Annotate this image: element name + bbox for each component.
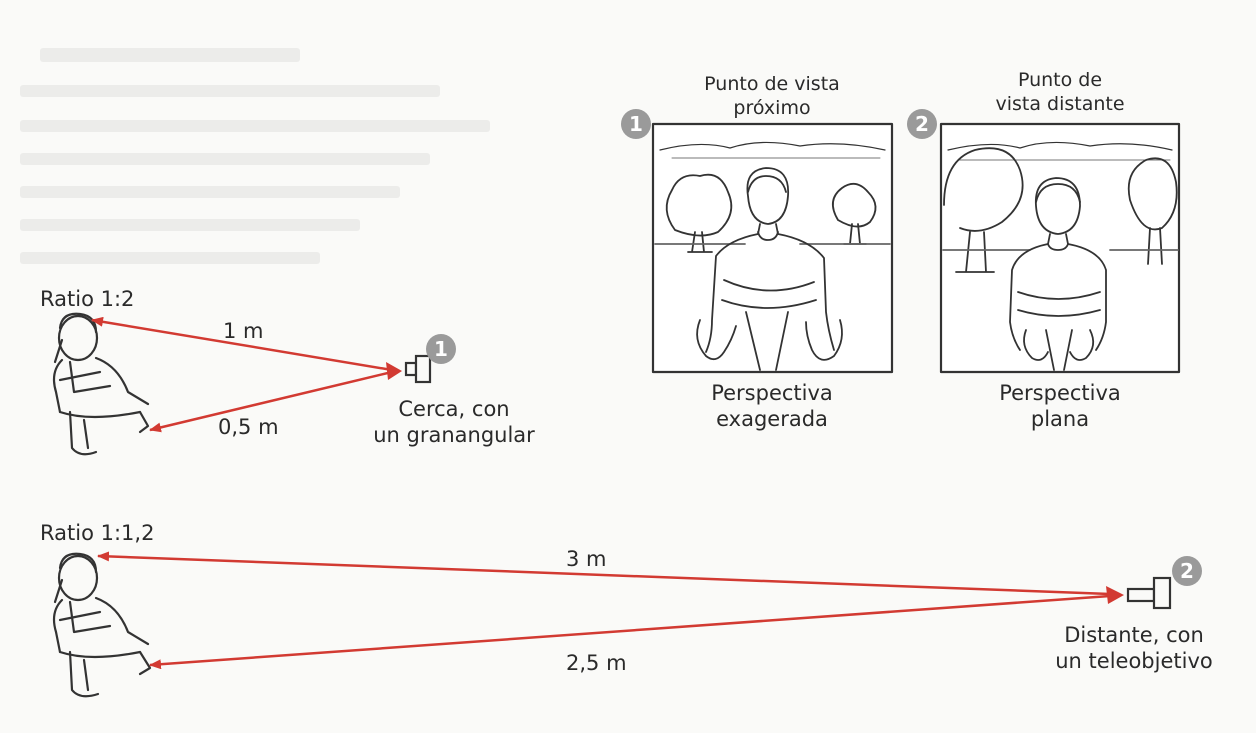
panel-badge-distant: 2: [907, 109, 937, 139]
panel-caption-distant: Perspectiva plana: [940, 380, 1180, 432]
arrowhead-distant-camera: [1106, 586, 1124, 604]
distance-label-distant-near: 2,5 m: [566, 651, 627, 675]
camera-caption-distant-line1: Distante, con: [1064, 623, 1204, 647]
panel-caption-distant-line1: Perspectiva: [999, 381, 1121, 405]
panel-badge-near: 1: [621, 109, 651, 139]
ratio-label-near: Ratio 1:2: [40, 287, 135, 311]
camera-distant: [1126, 576, 1172, 610]
arrow-near-0-5m: [149, 370, 393, 433]
panel-title-near-line2: próximo: [733, 97, 811, 119]
panel-title-distant: Punto de vista distante: [940, 68, 1180, 116]
distance-label-near-near: 0,5 m: [218, 415, 279, 439]
arrow-distant-2-5m: [149, 594, 1111, 670]
camera-near: [404, 354, 432, 384]
camera-caption-distant: Distante, con un teleobjetivo: [1024, 622, 1244, 674]
panel-caption-distant-line2: plana: [1030, 407, 1090, 431]
camera-caption-distant-line2: un teleobjetivo: [1055, 649, 1213, 673]
ratio-label-distant: Ratio 1:1,2: [40, 521, 155, 545]
camera-badge-near: 1: [426, 334, 456, 364]
faded-background-text: [20, 48, 490, 264]
distance-label-near-far: 1 m: [223, 319, 264, 343]
camera-badge-distant: 2: [1172, 556, 1202, 586]
panel-distant-illustration: [939, 122, 1181, 374]
panel-near-illustration: [651, 122, 894, 374]
camera-caption-near-line1: Cerca, con: [398, 397, 510, 421]
distance-label-distant-far: 3 m: [566, 547, 607, 571]
arrow-near-1m: [91, 316, 393, 372]
panel-title-distant-line1: Punto de: [1017, 69, 1103, 91]
panel-caption-near-line2: exagerada: [716, 407, 828, 431]
panel-caption-near: Perspectiva exagerada: [652, 380, 892, 432]
arrow-distant-3m: [97, 551, 1111, 596]
panel-title-near-line1: Punto de vista: [704, 73, 840, 95]
camera-caption-near: Cerca, con un granangular: [354, 396, 554, 448]
arrowhead-near-camera: [386, 362, 402, 380]
crouching-person-distant: [52, 552, 152, 698]
panel-title-near: Punto de vista próximo: [652, 72, 892, 120]
panel-caption-near-line1: Perspectiva: [711, 381, 833, 405]
camera-caption-near-line2: un granangular: [373, 423, 535, 447]
panel-title-distant-line2: vista distante: [995, 93, 1125, 115]
crouching-person-near: [52, 312, 150, 456]
